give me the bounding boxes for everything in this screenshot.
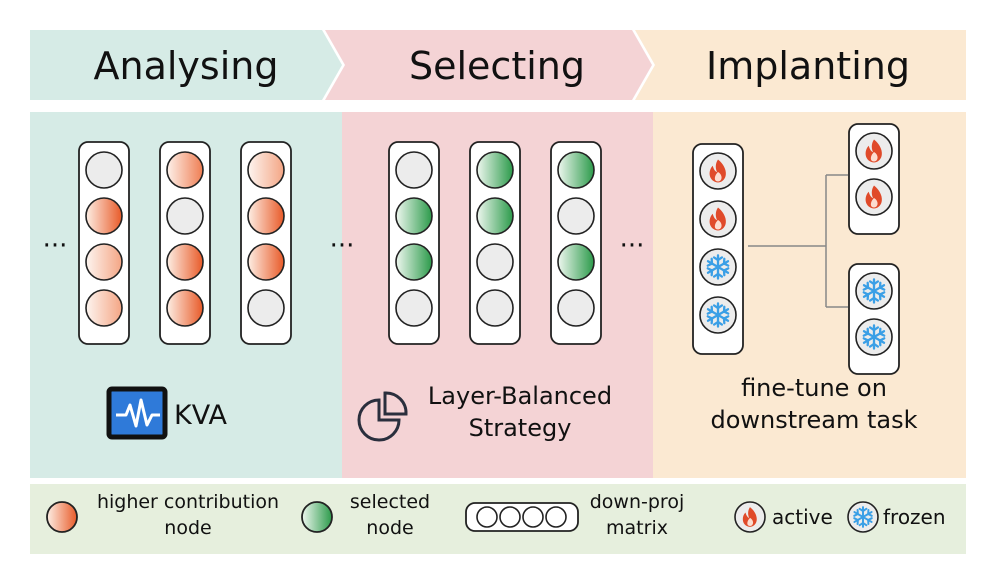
- analysing-label: KVA: [174, 400, 227, 431]
- analysing-node: [85, 151, 123, 189]
- snowflake-icon: [853, 506, 873, 528]
- pie-chart-icon: [357, 391, 408, 442]
- finetune-label-line1: fine-tune on: [741, 374, 887, 402]
- strategy-label-line2: Strategy: [469, 414, 572, 442]
- stage-banner-implanting: [635, 30, 966, 100]
- analysing-node: [85, 197, 123, 235]
- legend-downproj-matrix: [465, 502, 579, 532]
- stage-title-selecting: Selecting: [409, 44, 585, 88]
- selecting-node: [395, 151, 433, 189]
- analysing-node: [166, 151, 204, 189]
- analysing-node: [247, 243, 285, 281]
- legend-downproj-line1: down-proj: [590, 491, 684, 513]
- selecting-node: [476, 197, 514, 235]
- legend-snowflake-icon: [847, 501, 879, 533]
- analysing-matrix-3: [240, 141, 292, 345]
- ellipsis-left: ···: [43, 231, 68, 261]
- split-connector: [748, 174, 848, 308]
- fire-icon: [865, 139, 882, 163]
- implanting-matrices: [692, 123, 900, 375]
- legend-selected-line2: node: [366, 517, 413, 539]
- fire-icon: [865, 185, 882, 209]
- analysing-node: [166, 243, 204, 281]
- stage-title-implanting: Implanting: [706, 44, 910, 88]
- fire-icon: [709, 207, 726, 231]
- legend-contribution-line1: higher contribution: [97, 491, 279, 513]
- stage-banner-analysing: [30, 30, 342, 100]
- snowflake-icon: [706, 254, 730, 280]
- strategy-label-line1: Layer-Balanced: [428, 382, 612, 410]
- selecting-node: [395, 197, 433, 235]
- implanting-frozen-matrix: [848, 263, 900, 375]
- legend-downproj-line2: matrix: [606, 517, 668, 539]
- selecting-node: [557, 289, 595, 327]
- fire-icon: [709, 159, 726, 183]
- legend-contribution-line2: node: [164, 517, 211, 539]
- selecting-node: [476, 289, 514, 327]
- snowflake-icon: [706, 302, 730, 328]
- monitor-waveform-icon: [106, 386, 168, 440]
- analysing-node: [247, 289, 285, 327]
- selecting-matrix-3: [550, 141, 602, 345]
- analysing-matrix-2: [159, 141, 211, 345]
- analysing-node: [85, 289, 123, 327]
- selecting-node: [476, 243, 514, 281]
- analysing-node: [85, 243, 123, 281]
- implanting-active-matrix: [848, 123, 900, 235]
- analysing-matrix-1: [78, 141, 130, 345]
- snowflake-icon: [862, 324, 886, 350]
- selecting-node: [557, 197, 595, 235]
- implanting-main-matrix: [692, 143, 744, 355]
- analysing-node: [247, 197, 285, 235]
- fire-icon: [742, 507, 757, 527]
- selecting-node: [395, 243, 433, 281]
- legend-frozen-label: frozen: [883, 505, 946, 529]
- legend-selected-node: [301, 501, 333, 533]
- selecting-matrix-1: [388, 141, 440, 345]
- ellipsis-middle: ···: [330, 231, 355, 261]
- analysing-matrices: [78, 141, 292, 345]
- selecting-node: [395, 289, 433, 327]
- legend-contribution-node: [46, 501, 78, 533]
- stage-title-analysing: Analysing: [94, 44, 279, 88]
- legend-active-label: active: [772, 505, 833, 529]
- ellipsis-right: ···: [620, 231, 645, 261]
- selecting-node: [557, 151, 595, 189]
- selecting-matrices: [388, 141, 602, 345]
- selecting-node: [557, 243, 595, 281]
- snowflake-icon: [862, 278, 886, 304]
- analysing-node: [166, 289, 204, 327]
- selecting-matrix-2: [469, 141, 521, 345]
- stage-banner-selecting: [325, 30, 652, 100]
- legend-fire-icon: [734, 501, 766, 533]
- analysing-node: [247, 151, 285, 189]
- analysing-node: [166, 197, 204, 235]
- finetune-label-line2: downstream task: [710, 406, 917, 434]
- legend-selected-line1: selected: [350, 491, 430, 513]
- selecting-node: [476, 151, 514, 189]
